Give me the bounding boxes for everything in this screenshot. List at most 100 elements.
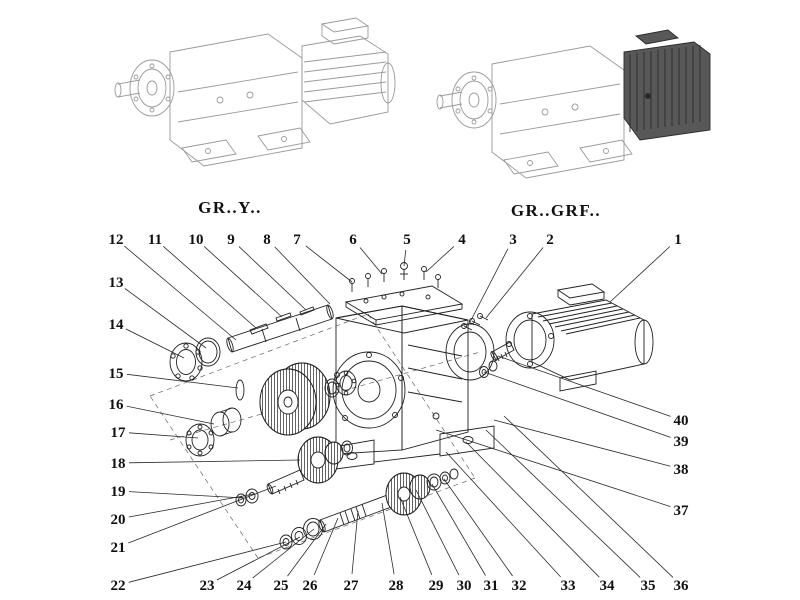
leader-line-34	[465, 441, 600, 578]
callout-17: 17	[111, 425, 127, 441]
leader-line-21	[128, 485, 277, 544]
seal-ring	[195, 337, 221, 367]
shaft-key	[249, 323, 269, 335]
input-shaft-assembly	[279, 468, 459, 550]
leader-line-2	[485, 247, 544, 319]
splined-shaft	[319, 493, 395, 533]
variant-label-0: GR..Y..	[198, 198, 262, 217]
drain-plug	[432, 412, 440, 420]
spacer-ring	[439, 471, 451, 485]
motor	[505, 283, 654, 392]
motor-terminal-box	[556, 283, 606, 299]
callout-33: 33	[561, 578, 576, 594]
housing-bore	[332, 351, 406, 429]
bearing	[185, 423, 215, 457]
callout-23: 23	[200, 578, 215, 594]
assembled-gearmotor-gr-grf	[436, 29, 711, 179]
callout-13: 13	[109, 275, 124, 291]
callout-20: 20	[111, 512, 126, 528]
callout-4: 4	[458, 232, 466, 248]
callout-40: 40	[674, 413, 689, 429]
flange-bolts	[461, 313, 498, 378]
callout-15: 15	[109, 366, 124, 382]
callout-9: 9	[227, 232, 235, 248]
leader-line-11	[163, 245, 257, 329]
gear	[409, 474, 431, 500]
washer	[235, 493, 247, 507]
callout-31: 31	[484, 578, 499, 594]
washer	[245, 488, 259, 504]
callout-7: 7	[293, 232, 301, 248]
washer	[291, 527, 307, 545]
callout-38: 38	[674, 462, 689, 478]
leader-line-6	[359, 247, 383, 275]
leader-line-14	[125, 328, 185, 359]
callout-39: 39	[674, 434, 689, 450]
leader-line-31	[431, 483, 486, 576]
housing-cover	[344, 285, 464, 326]
callout-30: 30	[457, 578, 472, 594]
leader-line-18	[128, 459, 301, 464]
callout-19: 19	[111, 484, 126, 500]
callout-21: 21	[111, 540, 126, 556]
leader-line-25	[287, 523, 327, 577]
leader-line-26	[313, 517, 339, 576]
variant-label-1: GR..GRF..	[511, 201, 601, 220]
callout-16: 16	[109, 397, 125, 413]
motor-foot	[559, 370, 597, 392]
leader-line-38	[493, 419, 671, 467]
leader-line-37	[435, 429, 671, 507]
output-shaft-sketch	[114, 79, 141, 98]
gear-hub	[397, 486, 411, 502]
leader-line-7	[305, 245, 353, 283]
leader-line-23	[216, 536, 301, 581]
callout-29: 29	[429, 578, 444, 594]
leader-line-33	[445, 451, 561, 578]
front-flange-sketch	[451, 71, 497, 129]
callout-27: 27	[344, 578, 360, 594]
callout-1: 1	[674, 232, 682, 248]
leader-line-16	[126, 405, 215, 425]
pinion-shaft	[267, 469, 305, 495]
callout-2: 2	[546, 232, 554, 248]
front-flange-sketch	[129, 59, 175, 117]
spacer-ring	[324, 378, 340, 398]
output-shaft-sketch	[436, 91, 463, 110]
leader-line-24	[252, 528, 315, 579]
cover-screws	[349, 262, 441, 292]
leader-line-10	[203, 246, 283, 318]
leader-line-8	[274, 246, 331, 305]
gear-hub	[310, 451, 326, 469]
callout-32: 32	[512, 578, 527, 594]
leader-line-30	[415, 489, 460, 576]
leader-line-19	[128, 491, 245, 499]
intermediate-gear-assembly	[235, 436, 353, 507]
leader-line-40	[497, 355, 671, 417]
callout-25: 25	[274, 578, 289, 594]
leader-line-20	[128, 493, 255, 518]
callout-28: 28	[389, 578, 404, 594]
shaft-key	[299, 306, 315, 316]
gearbox-body-sketch	[491, 45, 633, 179]
seal-and-bearing	[169, 337, 245, 401]
callout-5: 5	[403, 232, 411, 248]
callout-37: 37	[674, 503, 690, 519]
leader-line-15	[126, 373, 239, 389]
bearing	[169, 342, 203, 382]
callout-18: 18	[111, 456, 126, 472]
callout-12: 12	[109, 232, 124, 248]
callout-8: 8	[263, 232, 271, 248]
leader-line-27	[351, 510, 359, 575]
washer	[279, 534, 293, 550]
leader-line-13	[124, 288, 207, 349]
housing-foot-right	[439, 425, 495, 457]
large-gear-assembly	[259, 362, 357, 436]
callout-36: 36	[674, 578, 690, 594]
leader-line-39	[483, 371, 671, 438]
leader-line-36	[503, 415, 674, 578]
callout-3: 3	[509, 232, 517, 248]
leader-line-17	[128, 432, 199, 439]
